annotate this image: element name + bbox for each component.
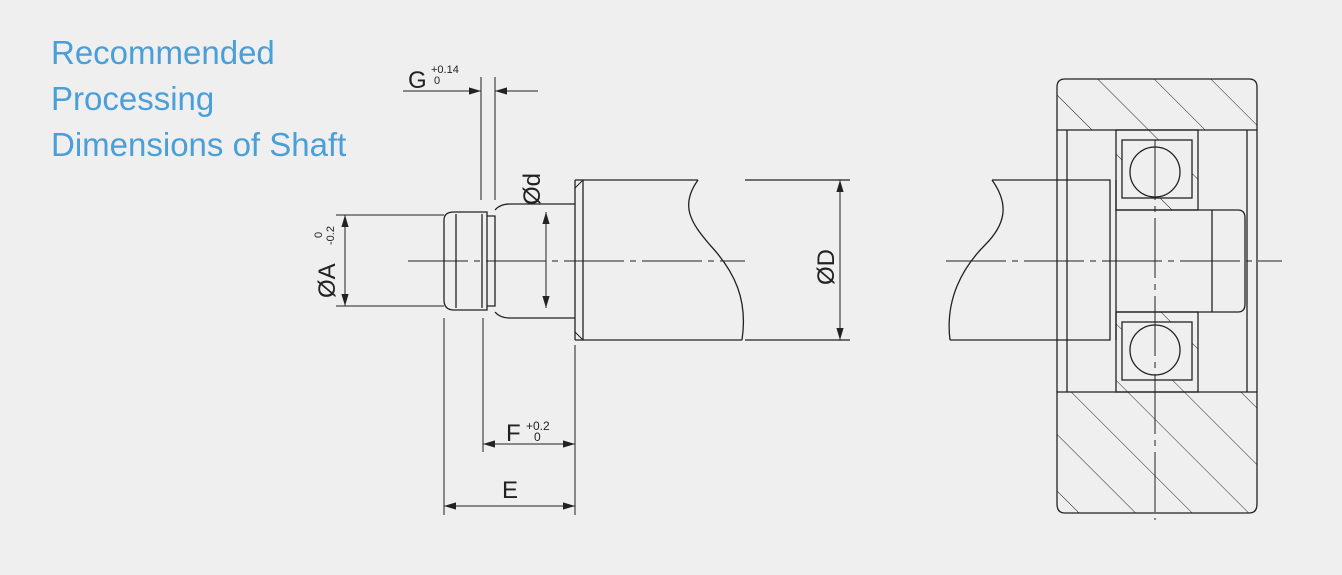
- title-line-1: Recommended: [51, 34, 275, 71]
- dim-g-tol-lower: 0: [434, 75, 440, 87]
- dim-f-tol-lower: 0: [534, 430, 541, 444]
- diagram-title: Recommended Processing Dimensions of Sha…: [51, 30, 346, 168]
- shaft-left: [408, 179, 850, 341]
- outer-ring-bottom: [1056, 391, 1258, 514]
- dim-g-tol-upper: +0.14: [431, 64, 459, 76]
- dimension-lines: [336, 77, 844, 515]
- shaft-journal: [443, 211, 488, 311]
- shaft-break-line: [688, 179, 745, 341]
- dim-f-label: F: [506, 420, 521, 447]
- dim-bigd-label: ØD: [813, 249, 840, 285]
- assembly-break-line: [948, 179, 1004, 341]
- title-line-2: Processing: [51, 80, 215, 117]
- assembly-section: [948, 78, 1258, 514]
- dim-e-label: E: [502, 477, 518, 504]
- dim-g-label: G: [408, 67, 427, 94]
- outer-ring-top: [1056, 78, 1258, 131]
- dim-f-tol-upper: +0.2: [526, 419, 550, 433]
- dim-a-tol-upper: 0: [313, 232, 325, 238]
- dim-a-tol-lower: -0.2: [325, 226, 337, 245]
- dim-a-label: ØA: [314, 263, 341, 298]
- title-line-3: Dimensions of Shaft: [51, 126, 347, 163]
- dimension-labels: G +0.14 0 Ød ØA 0 -0.2 ØD F +0.2 0 E: [313, 64, 840, 504]
- assembly-centerlines: [946, 140, 1282, 520]
- dim-d-label: Ød: [519, 173, 546, 205]
